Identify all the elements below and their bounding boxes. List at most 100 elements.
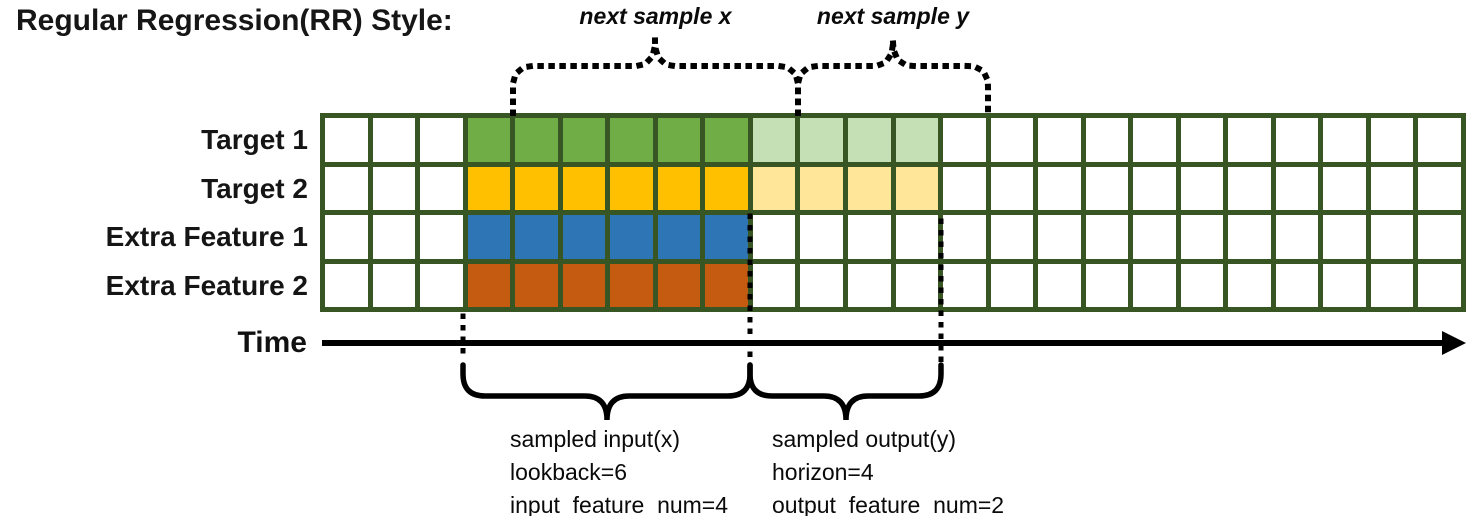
grid-cell (325, 215, 368, 259)
grid-cell (1418, 118, 1461, 162)
grid-cell (1038, 118, 1081, 162)
sampled-output-line: sampled output(y) (772, 426, 957, 452)
grid-cell (752, 215, 796, 259)
grid-cell (515, 263, 558, 307)
grid-cell (752, 166, 796, 210)
sampled-input-line: sampled input(x) (510, 426, 681, 452)
next-sample-y-brace (795, 39, 991, 116)
grid-cell (610, 166, 653, 210)
grid-cell (1228, 263, 1271, 307)
grid-cell (1275, 118, 1319, 162)
sampled-output-brace (747, 362, 944, 421)
grid-cell (1133, 118, 1176, 162)
grid-cell (467, 263, 511, 307)
grid-cell (1275, 166, 1319, 210)
grid-cell (420, 215, 463, 259)
next-sample-x-brace (510, 39, 801, 116)
grid-cell (467, 118, 511, 162)
grid-cell (562, 166, 606, 210)
grid-cell (895, 215, 939, 259)
grid-cell (372, 166, 416, 210)
grid-cell (372, 263, 416, 307)
grid-cell (657, 166, 701, 210)
grid-cell (1275, 215, 1319, 259)
grid-cell (467, 166, 511, 210)
grid-cell (325, 118, 368, 162)
next-sample-y-label: next sample y (816, 3, 970, 29)
grid-cell (1133, 263, 1176, 307)
grid-cell (895, 118, 939, 162)
grid-cell (515, 215, 558, 259)
grid-cell (1133, 215, 1176, 259)
row-label: Target 1 (201, 124, 308, 155)
grid-cell (1323, 166, 1366, 210)
input-feature-num-line: input_feature_num=4 (510, 492, 729, 516)
time-axis-label: Time (237, 326, 307, 359)
sampled-input-brace (460, 362, 753, 421)
grid-cell (420, 263, 463, 307)
time-arrow-icon (322, 331, 1466, 355)
grid-cell (752, 263, 796, 307)
grid-cell (1418, 215, 1461, 259)
grid-cell (800, 215, 843, 259)
grid-cell (657, 215, 701, 259)
grid-cell (1038, 166, 1081, 210)
grid-cell (847, 118, 891, 162)
grid-cell (562, 215, 606, 259)
lookback-line: lookback=6 (510, 459, 627, 485)
grid-cell (562, 118, 606, 162)
grid-cell (1323, 118, 1366, 162)
grid-cell (515, 118, 558, 162)
grid-cell (990, 166, 1034, 210)
grid-cell (610, 263, 653, 307)
row-label: Extra Feature 1 (105, 221, 308, 252)
grid-cell (1323, 263, 1366, 307)
grid-cell (1085, 118, 1129, 162)
grid-cell (847, 166, 891, 210)
grid-cell (1418, 263, 1461, 307)
grid-cell (1180, 166, 1224, 210)
grid-cell (657, 118, 701, 162)
grid-cell (705, 215, 748, 259)
grid-cell (515, 166, 558, 210)
row-label: Target 2 (201, 172, 308, 204)
grid-cell (1180, 118, 1224, 162)
grid-cell (1418, 166, 1461, 210)
grid-cell (325, 166, 368, 210)
grid-cell (990, 263, 1034, 307)
grid-cell (1323, 215, 1366, 259)
grid-cell (1228, 166, 1271, 210)
horizon-line: horizon=4 (772, 459, 874, 485)
timeseries-grid (320, 113, 1466, 312)
grid-cell (1133, 166, 1176, 210)
grid-cell (420, 166, 463, 210)
grid-cell (800, 118, 843, 162)
grid-cell (1275, 263, 1319, 307)
grid-cell (372, 215, 416, 259)
grid-cell (705, 263, 748, 307)
grid-cell (1370, 166, 1414, 210)
grid-cell (1370, 118, 1414, 162)
grid-cell (467, 215, 511, 259)
grid-cell (705, 166, 748, 210)
grid-cell (1085, 263, 1129, 307)
grid-cell (943, 215, 986, 259)
grid-cell (943, 263, 986, 307)
grid-cell (325, 263, 368, 307)
grid-cell (1085, 166, 1129, 210)
grid-cell (800, 263, 843, 307)
grid-cell (1228, 118, 1271, 162)
grid-cell (847, 215, 891, 259)
row-label: Extra Feature 2 (105, 269, 308, 301)
grid-cell (1180, 263, 1224, 307)
grid-cell (420, 118, 463, 162)
grid-cell (990, 118, 1034, 162)
grid-cell (1228, 215, 1271, 259)
grid-cell (895, 166, 939, 210)
grid-cell (943, 118, 986, 162)
grid-cell (1370, 215, 1414, 259)
grid-cell (943, 166, 986, 210)
grid-cell (800, 166, 843, 210)
grid-cell (752, 118, 796, 162)
